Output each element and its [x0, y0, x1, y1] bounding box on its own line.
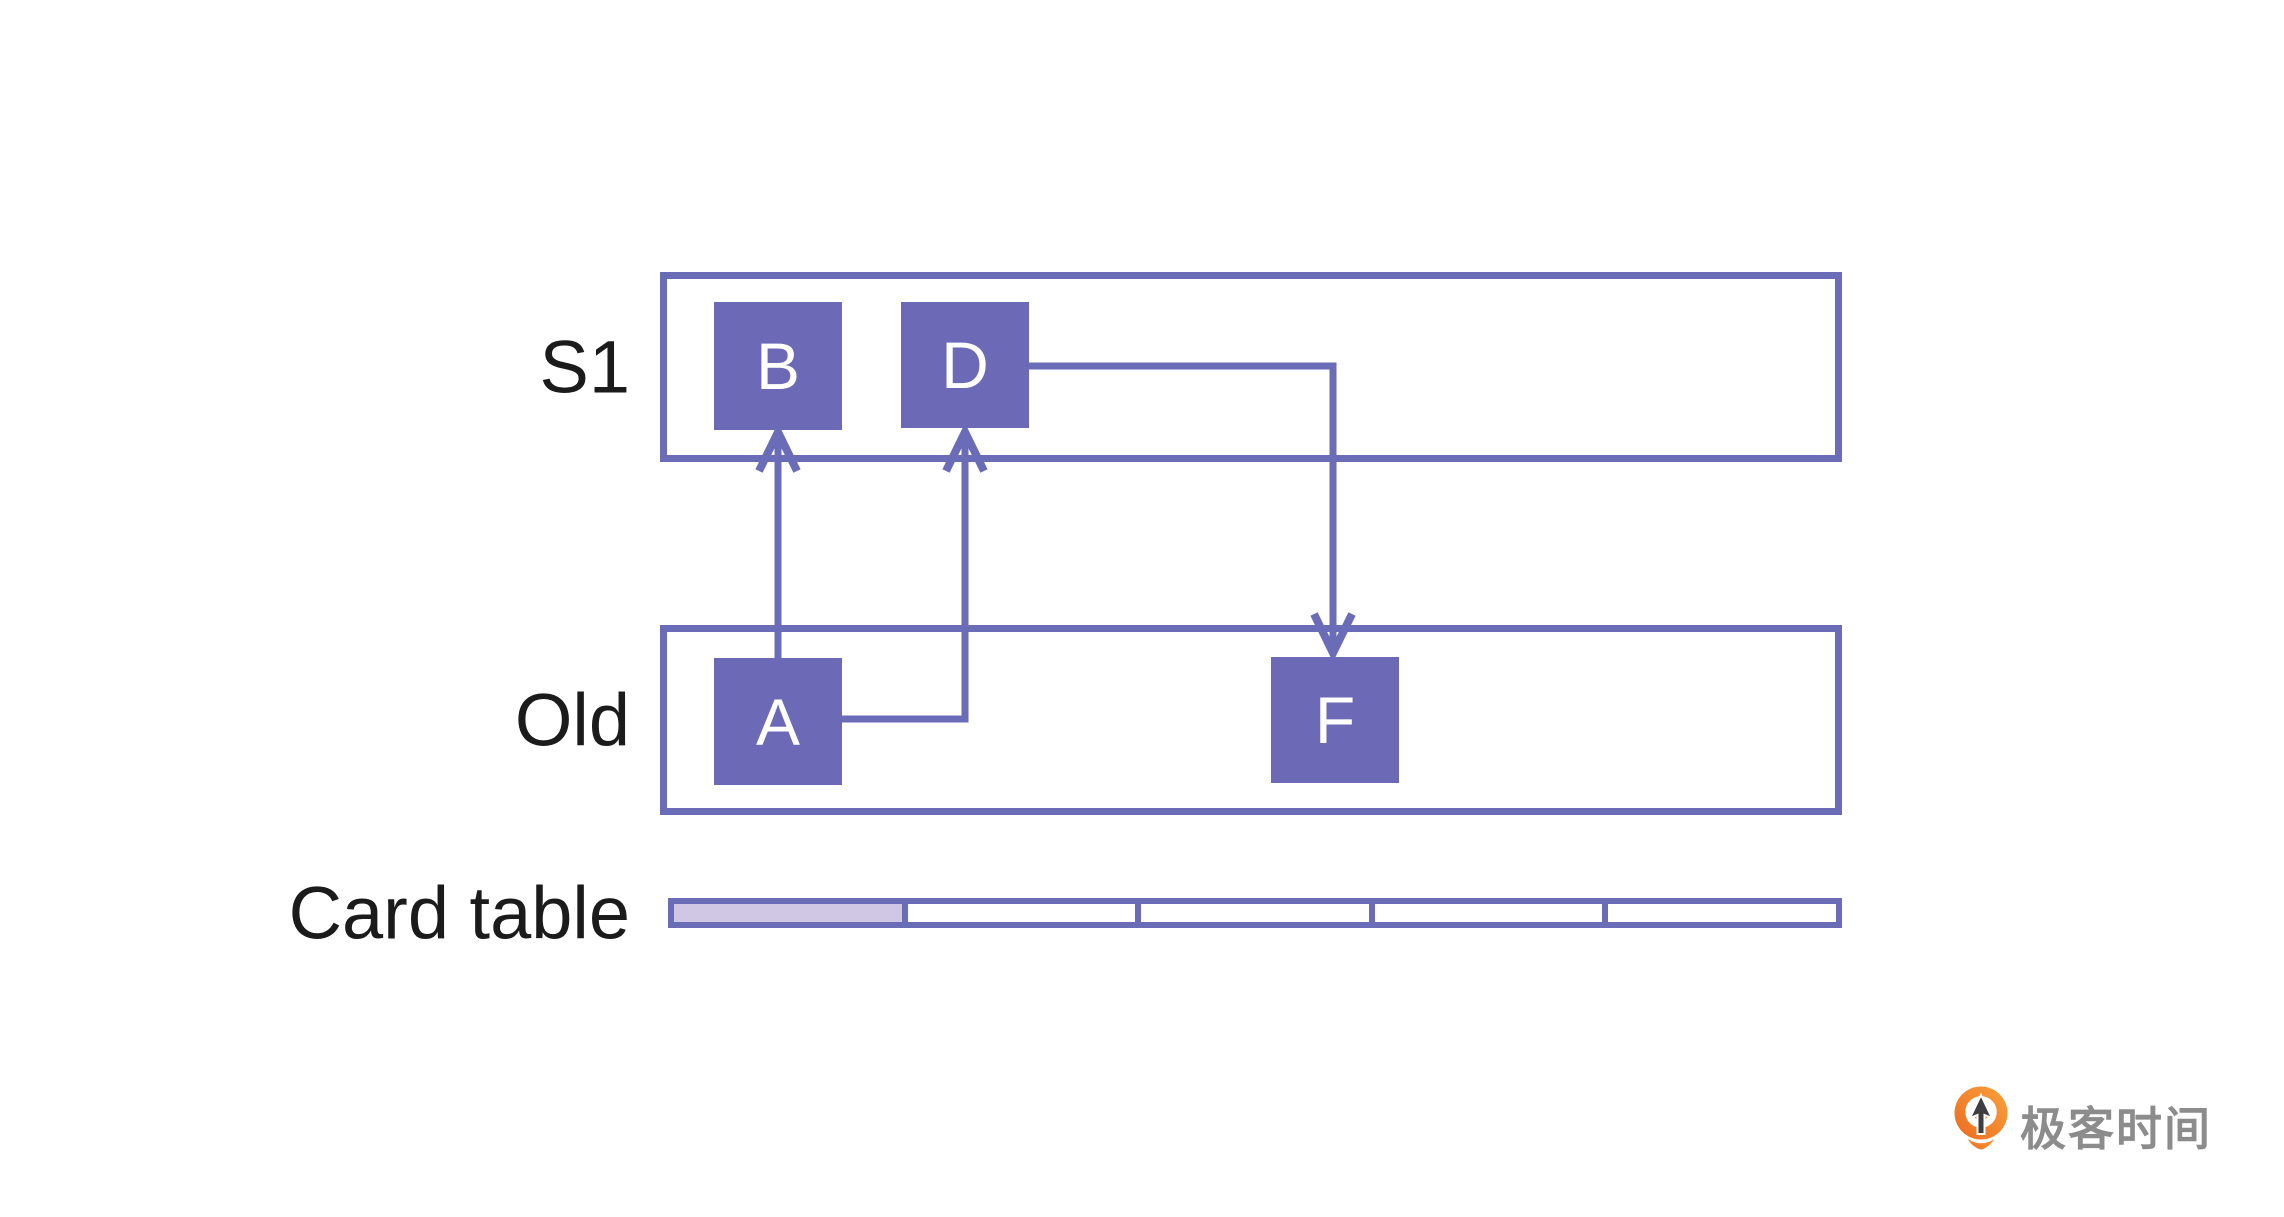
card-cell-marked: [674, 904, 902, 922]
object-label-d: D: [941, 328, 989, 402]
card-cell: [1135, 904, 1369, 922]
object-label-b: B: [755, 329, 801, 403]
card-cell: [1368, 904, 1603, 922]
region-label-s1: S1: [539, 325, 630, 409]
object-node-d: D: [901, 302, 1029, 428]
card-table-label: Card table: [288, 871, 630, 955]
object-node-a: A: [714, 658, 842, 785]
geektime-logo: 极客时间: [1952, 1086, 2252, 1166]
logo-text: 极客时间: [2020, 1103, 2212, 1155]
geektime-pin-icon: [1954, 1086, 2008, 1153]
card-table: [668, 898, 1842, 928]
object-label-f: F: [1314, 683, 1356, 757]
object-label-a: A: [755, 684, 801, 759]
region-label-old: Old: [514, 678, 630, 762]
card-cell: [1602, 904, 1836, 922]
card-cell: [901, 904, 1136, 922]
object-node-b: B: [714, 302, 842, 430]
object-node-f: F: [1271, 657, 1399, 783]
